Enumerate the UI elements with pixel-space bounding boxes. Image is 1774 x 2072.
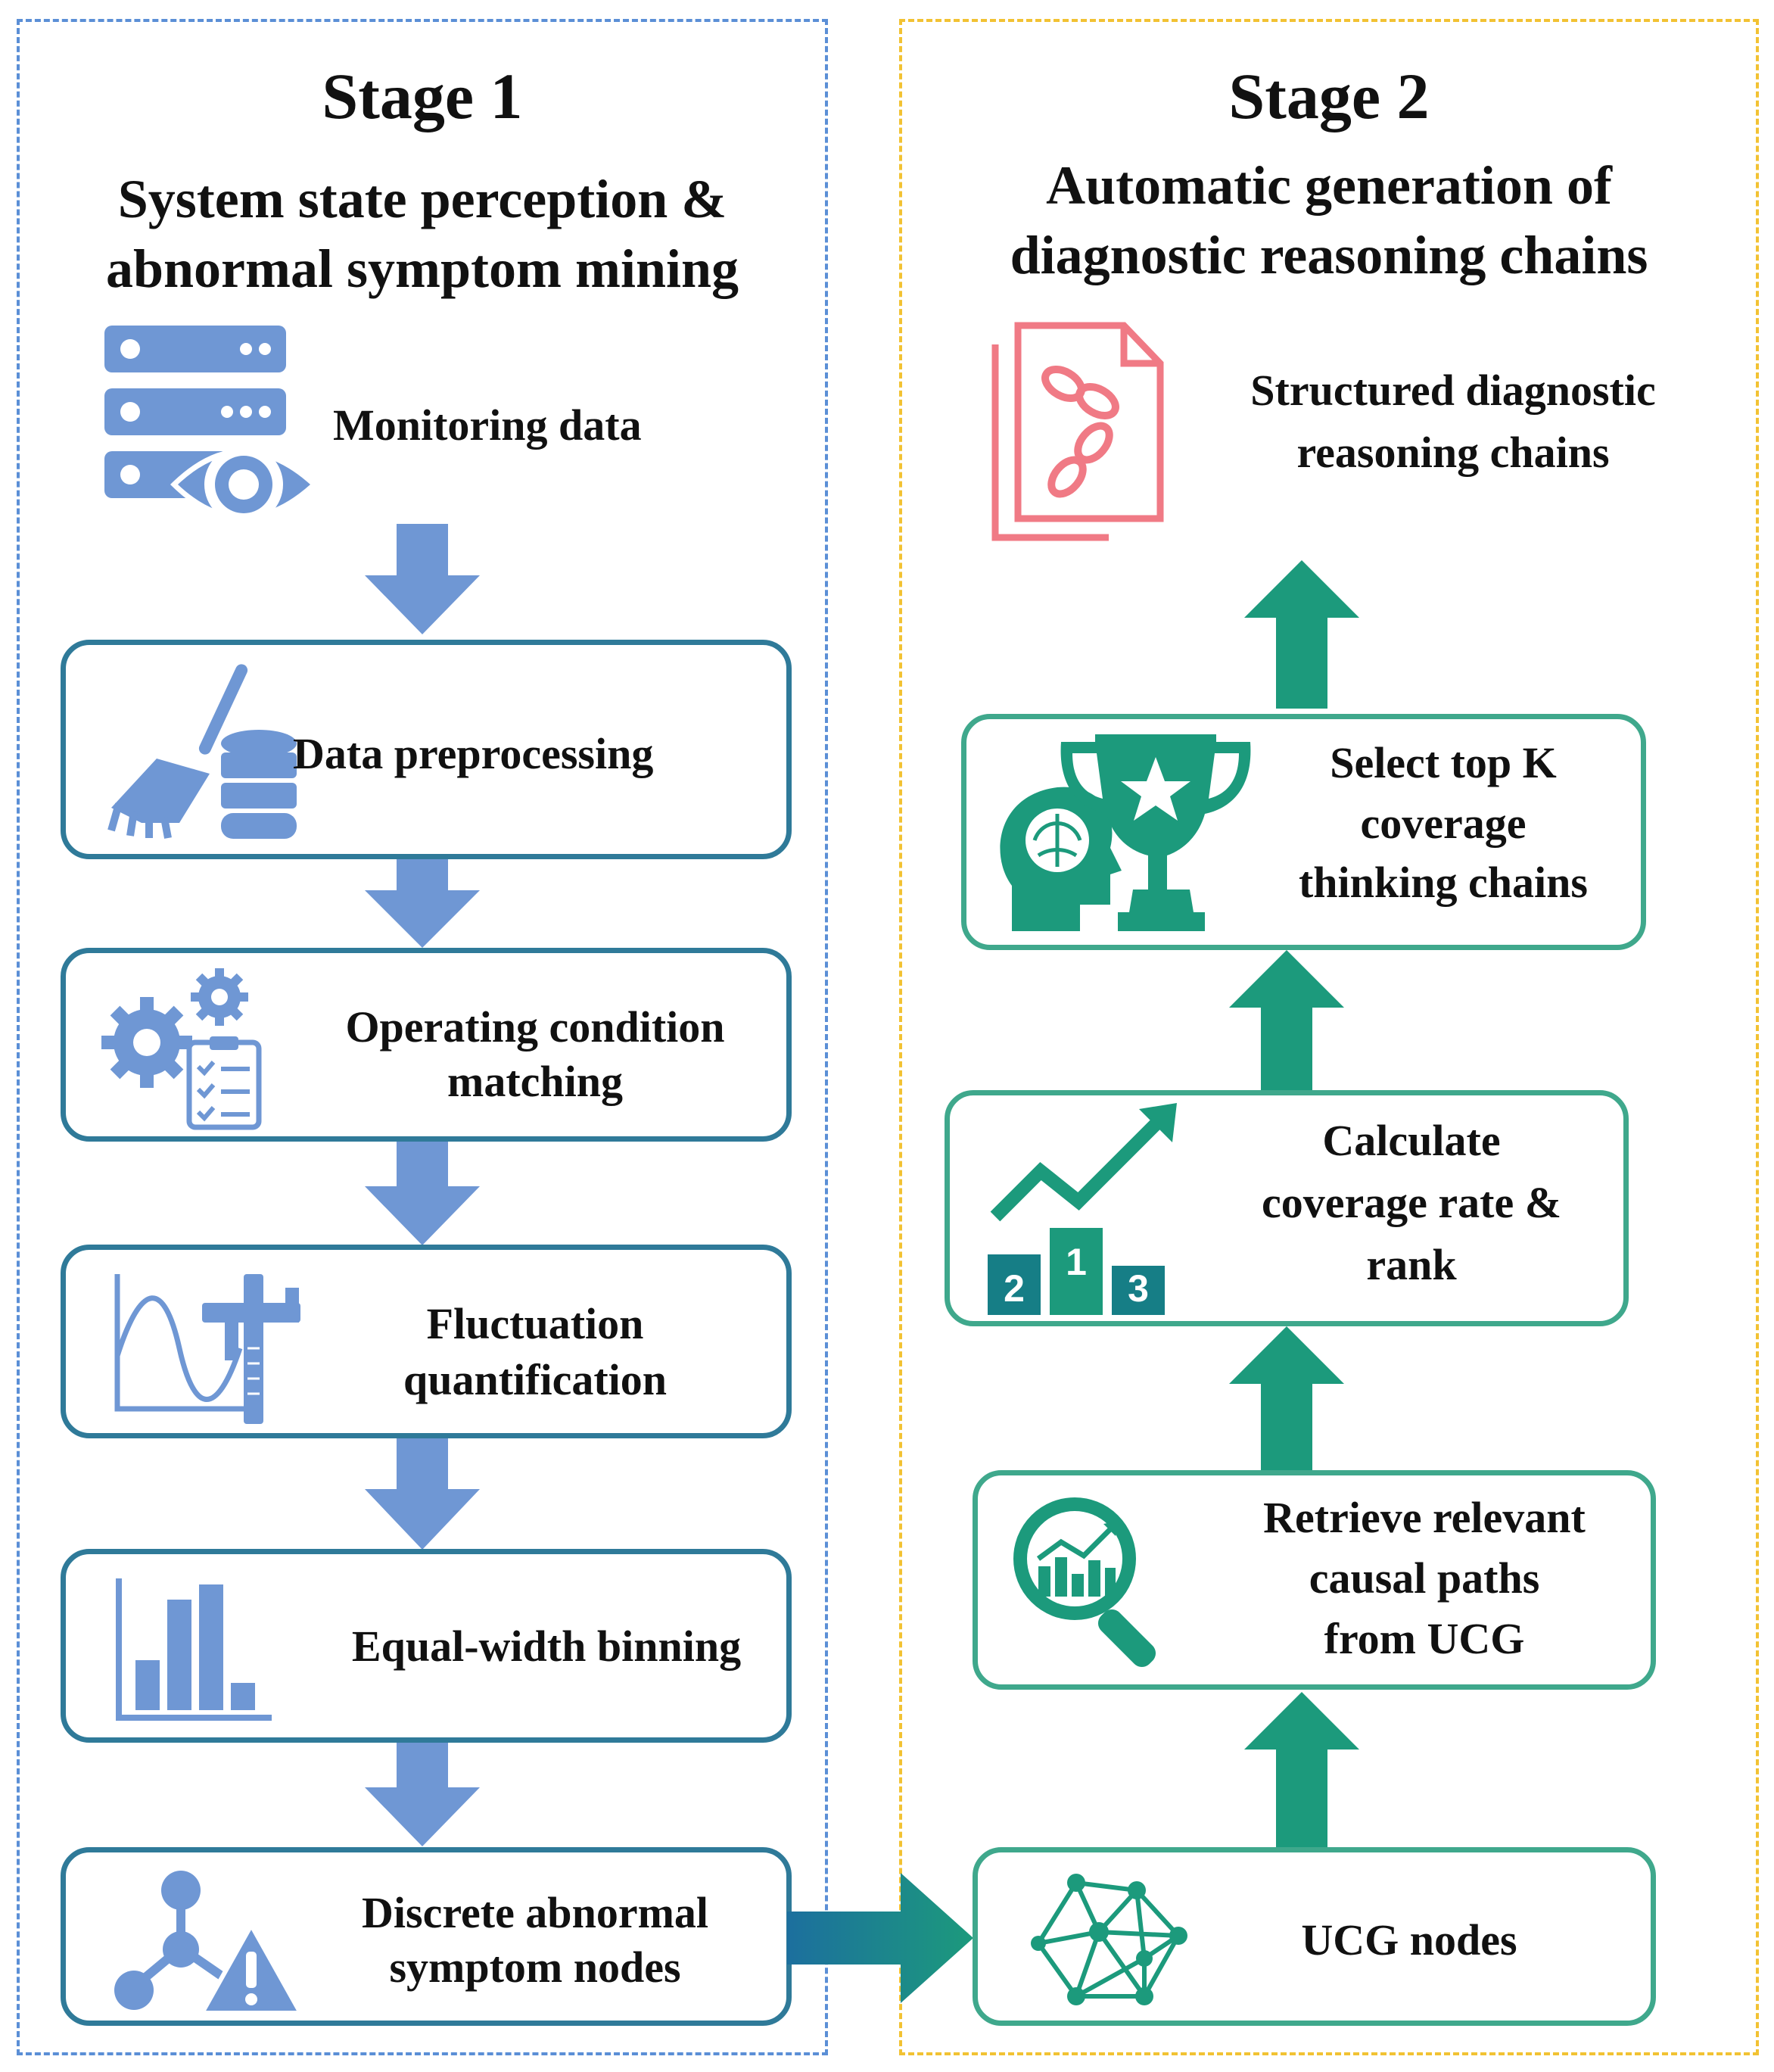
bar-chart-icon — [116, 1578, 272, 1721]
podium-third-label: 3 — [1128, 1267, 1149, 1310]
flow-arrow-down — [365, 524, 480, 634]
stage2-subtitle-line1: Automatic generation of — [1046, 155, 1612, 216]
calculate-label-line2: coverage rate & — [1261, 1178, 1562, 1227]
stage2-panel: Stage 2 Automatic generation of diagnost… — [899, 19, 1759, 2055]
server-eye-icon — [104, 326, 318, 524]
calculate-coverage-box: 2 1 3 Calculate coverage rate & rank — [945, 1090, 1629, 1326]
operating-condition-box: Operating condition matching — [61, 948, 792, 1142]
equal-width-binning-box: Equal-width binning — [61, 1549, 792, 1743]
document-chain-icon — [991, 322, 1164, 541]
monitoring-data-label: Monitoring data — [333, 400, 642, 450]
retrieve-label-line3: from UCG — [1324, 1614, 1525, 1663]
retrieve-label-line1: Retrieve relevant — [1263, 1493, 1586, 1542]
network-graph-icon — [1031, 1874, 1187, 2005]
flow-arrow-up — [1244, 1692, 1359, 1848]
equal-width-binning-label: Equal-width binning — [351, 1622, 742, 1671]
select-label-line2: coverage — [1360, 799, 1527, 848]
calculate-label-line1: Calculate — [1322, 1116, 1501, 1165]
podium-trend-icon — [988, 1103, 1177, 1315]
select-top-k-box: Select top K coverage thinking chains — [961, 714, 1646, 950]
data-preprocessing-label: Data preprocessing — [293, 729, 654, 778]
stage1-title: Stage 1 — [322, 60, 523, 132]
broom-database-icon — [107, 664, 297, 839]
ucg-nodes-label: UCG nodes — [1301, 1915, 1517, 1965]
stage2-subtitle-line2: diagnostic reasoning chains — [1010, 225, 1648, 285]
data-preprocessing-box: Data preprocessing — [61, 640, 792, 859]
stage1-panel: Stage 1 System state perception & abnorm… — [17, 19, 828, 2055]
discrete-symptom-nodes-box: Discrete abnormal symptom nodes — [61, 1847, 792, 2026]
podium-second-label: 2 — [1004, 1267, 1025, 1310]
flow-arrow-down — [365, 1736, 480, 1846]
molecule-warning-icon — [114, 1871, 305, 2015]
structured-chains-label-line1: Structured diagnostic — [1250, 366, 1656, 415]
operating-condition-label-line2: matching — [447, 1057, 623, 1106]
retrieve-paths-box: Retrieve relevant causal paths from UCG — [973, 1470, 1656, 1690]
flow-arrow-up — [1229, 950, 1344, 1098]
flow-arrow-down — [365, 1139, 480, 1245]
stage1-subtitle-line2: abnormal symptom mining — [105, 238, 739, 299]
select-label-line3: thinking chains — [1298, 858, 1588, 907]
flow-arrow-down — [365, 849, 480, 948]
operating-condition-label-line1: Operating condition — [345, 1002, 725, 1052]
flow-arrow-up — [1229, 1326, 1344, 1475]
magnifier-chart-icon — [1013, 1497, 1156, 1668]
stage-transition-arrow — [787, 1873, 973, 2003]
gears-clipboard-icon — [101, 968, 262, 1130]
fluctuation-label-line1: Fluctuation — [426, 1299, 644, 1348]
discrete-nodes-label-line1: Discrete abnormal — [362, 1888, 708, 1937]
wave-caliper-icon — [114, 1274, 300, 1424]
structured-chains-label-line2: reasoning chains — [1296, 428, 1610, 477]
calculate-label-line3: rank — [1366, 1240, 1457, 1289]
ucg-nodes-box: UCG nodes — [973, 1847, 1656, 2026]
brain-trophy-icon — [1000, 734, 1251, 931]
flow-arrow-up — [1244, 560, 1359, 709]
fluctuation-label-line2: quantification — [403, 1355, 668, 1404]
retrieve-label-line2: causal paths — [1309, 1553, 1540, 1603]
podium-first-label: 1 — [1066, 1241, 1087, 1283]
stage2-title: Stage 2 — [1228, 60, 1430, 132]
discrete-nodes-label-line2: symptom nodes — [389, 1943, 681, 1992]
flow-arrow-down — [365, 1433, 480, 1550]
fluctuation-quantification-box: Fluctuation quantification — [61, 1245, 792, 1438]
stage1-subtitle-line1: System state perception & — [117, 169, 727, 229]
select-label-line1: Select top K — [1330, 738, 1557, 787]
